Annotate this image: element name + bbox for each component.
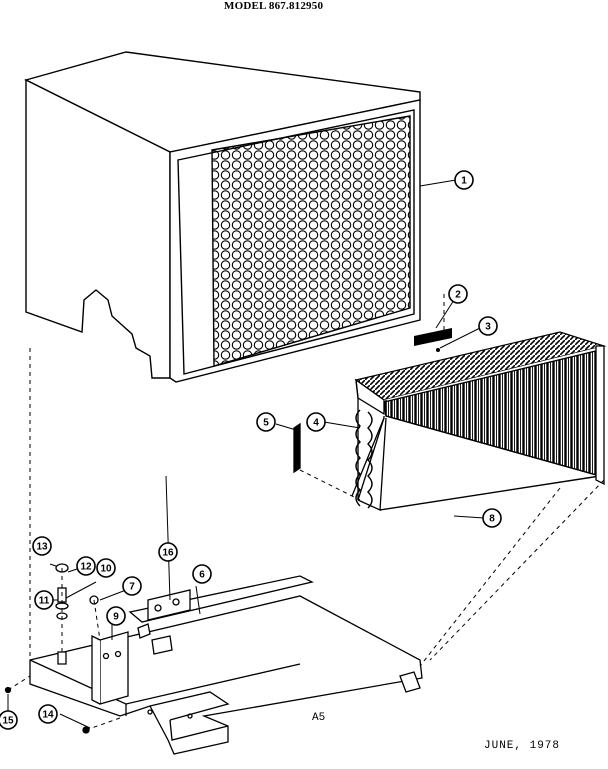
revision-date: JUNE, 1978	[484, 740, 561, 752]
callout-condenser-coil: 4	[306, 412, 326, 432]
callout-circle	[76, 556, 96, 576]
callout-cabinet: 1	[454, 170, 474, 190]
callout-number: 9	[113, 612, 119, 623]
callout-circle	[158, 542, 178, 562]
callout-screw: 3	[478, 316, 498, 336]
callout-grommet: 11	[34, 590, 54, 610]
callout-number: 5	[263, 418, 269, 429]
callout-fitting: 7	[122, 576, 142, 596]
callout-sleeve: 10	[96, 558, 116, 578]
sheet-code: A5	[312, 712, 326, 724]
callout-number: 14	[42, 710, 54, 721]
callout-circle	[0, 710, 18, 730]
callout-coil-screw: 8	[482, 508, 502, 528]
callout-circle	[482, 508, 502, 528]
callout-number: 7	[129, 582, 135, 593]
callout-circle	[38, 704, 58, 724]
callout-nut: 13	[32, 536, 52, 556]
callout-number: 10	[100, 564, 112, 575]
callout-number: 4	[313, 418, 319, 429]
callout-side-bracket: 5	[256, 412, 276, 432]
callout-circle	[32, 536, 52, 556]
callout-mounting-bracket: 9	[106, 606, 126, 626]
callout-circle	[96, 558, 116, 578]
leader-lines	[7, 179, 485, 729]
callout-nameplate: 2	[448, 284, 468, 304]
callout-circle	[448, 284, 468, 304]
callout-circle	[192, 564, 212, 584]
callout-washer: 12	[76, 556, 96, 576]
callout-number: 6	[199, 570, 205, 581]
mounting-bracket-drawing	[4, 563, 191, 734]
callout-number: 12	[80, 562, 92, 573]
side-bracket-drawing	[293, 422, 301, 474]
callout-side-screw: 15	[0, 710, 18, 730]
callout-circle	[34, 590, 54, 610]
callout-circle	[256, 412, 276, 432]
callout-circle	[478, 316, 498, 336]
callout-base-pan: 6	[192, 564, 212, 584]
condenser-coil-drawing	[351, 331, 607, 511]
callout-number: 1	[461, 176, 467, 187]
callout-circle	[122, 576, 142, 596]
callout-circle	[306, 412, 326, 432]
callout-circle	[454, 170, 474, 190]
callout-number: 2	[455, 290, 461, 301]
callout-number: 15	[2, 716, 14, 727]
callout-number: 11	[39, 596, 50, 607]
alignment-lines	[7, 294, 605, 731]
callout-number: 16	[162, 548, 174, 559]
callout-number: 13	[36, 542, 48, 553]
callout-number: 3	[485, 322, 491, 333]
model-title: MODEL 867.812950	[224, 0, 324, 12]
callout-number: 8	[489, 514, 495, 525]
nameplate-drawing	[414, 328, 452, 352]
cabinet-drawing	[24, 51, 421, 383]
callout-clamp-plate: 16	[158, 542, 178, 562]
callout-base-screw: 14	[38, 704, 58, 724]
callout-circle	[106, 606, 126, 626]
